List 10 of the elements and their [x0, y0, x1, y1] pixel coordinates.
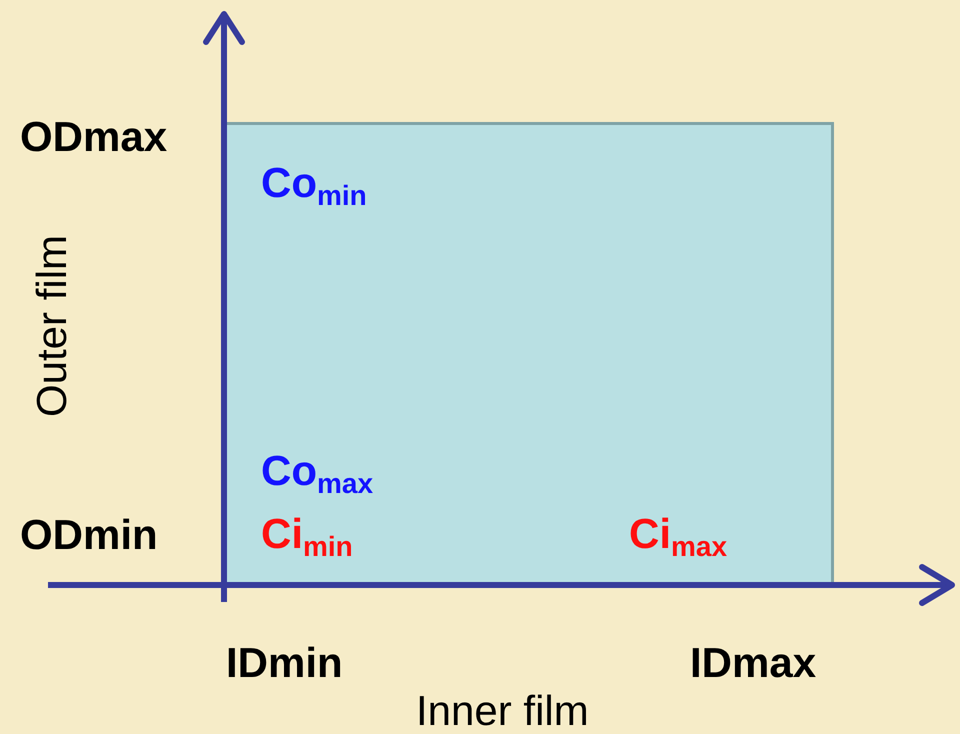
axis-tick-label: IDmax — [690, 642, 816, 684]
variable-label: Co$_{min}$ — [261, 159, 367, 212]
axis-title: Outer film — [31, 234, 74, 418]
axis-title: Inner film — [416, 690, 589, 732]
axis-tick-label: ODmax — [20, 116, 168, 158]
axis-tick-label: IDmin — [226, 642, 343, 684]
variable-label: Co$_{max}$ — [261, 447, 374, 500]
variable-label: Ci$_{min}$ — [261, 510, 353, 564]
variable-label: Ci$_{max}$ — [629, 510, 728, 564]
axis-tick-label: ODmin — [20, 514, 158, 556]
